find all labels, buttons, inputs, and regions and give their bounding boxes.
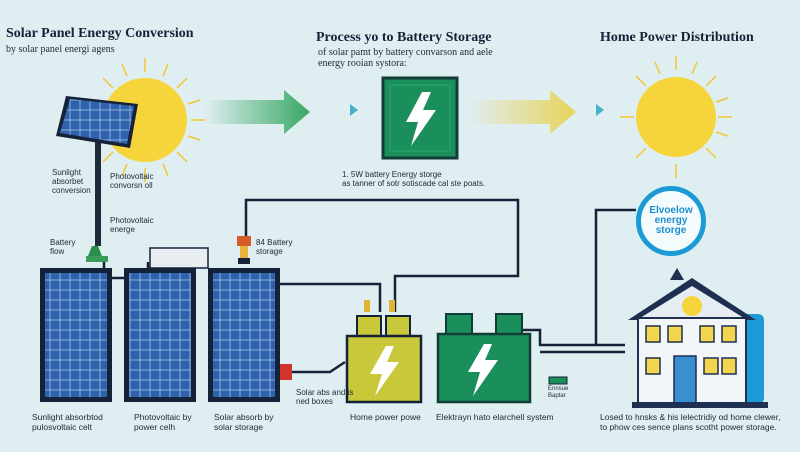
house-icon xyxy=(628,268,768,408)
battery-icon xyxy=(436,313,532,404)
battery-icon xyxy=(345,315,423,404)
sun-icon xyxy=(620,56,732,178)
header-center-subtitle-1: of solar pamt by battery convarson and a… xyxy=(318,47,493,58)
arrow-right-icon xyxy=(470,90,604,134)
energy-storage-bubble: Elvoelow energy storge xyxy=(636,186,706,256)
solar-panel-icon xyxy=(40,268,112,402)
header-center-title: Process yo to Battery Storage xyxy=(316,30,492,45)
header-center-subtitle-2: energy rooian systora: xyxy=(318,58,407,69)
connector-icon xyxy=(237,236,395,380)
battery-tag-icon xyxy=(548,376,568,385)
battery-icon xyxy=(381,76,459,160)
header-right-title: Home Power Distribution xyxy=(600,30,754,45)
solar-panel-icon xyxy=(56,96,138,262)
solar-panel-icon xyxy=(208,268,280,402)
caption-home-distribution: Losed to hnsks & his lelectridiy od home… xyxy=(600,412,781,432)
caption-electrical-system: Elektrayn hato elarchell system xyxy=(436,412,554,422)
caption-home-power: Home power powe xyxy=(350,412,421,422)
solar-panel-icon xyxy=(124,247,209,402)
header-left-subtitle: by solar panel energi agens xyxy=(6,44,115,55)
header-left-title: Solar Panel Energy Conversion xyxy=(6,26,194,41)
arrow-right-icon xyxy=(205,90,358,134)
